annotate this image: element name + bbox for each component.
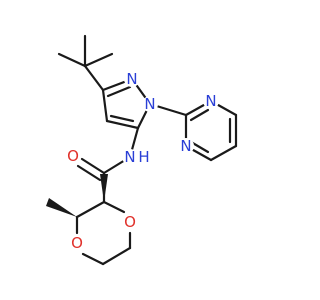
bond-c5-c4	[105, 119, 140, 130]
bond-o4-c5d	[81, 252, 105, 266]
bond-c5d-c6d	[101, 246, 132, 266]
atom-n1-label: N	[144, 95, 155, 113]
pyrimidine-ring	[148, 99, 238, 162]
atom-carbonyl-o-label: O	[67, 147, 79, 165]
atom-labels: N N N N N H O O O	[65, 70, 219, 252]
bond-carbonyl-o	[80, 157, 106, 175]
tert-butyl-group	[57, 34, 114, 92]
atom-amide-n-label: N	[124, 148, 135, 166]
bond-carbonyl-o-double	[76, 164, 102, 182]
bond-c4p-n3p-double	[189, 140, 210, 154]
bond-c4-c3	[101, 88, 109, 123]
atom-dioxane-o4-label: O	[71, 234, 83, 252]
bond-c2-c3	[75, 200, 106, 219]
atom-pyrimidine-n1-label: N	[205, 92, 216, 110]
bond-tbu-c3	[83, 64, 105, 92]
atom-pyrimidine-n3-label: N	[180, 137, 191, 155]
bond-o1-c2	[102, 200, 126, 214]
bond-tbu-me3	[83, 52, 114, 68]
bond-c3-n2-double	[106, 85, 132, 98]
dioxane-ring	[46, 174, 132, 266]
wedge-c2-carbonyl	[100, 174, 108, 202]
molecule-structure-diagram: N N N N N H O O O	[46, 34, 238, 266]
bond-tbu-me2	[57, 52, 87, 68]
bond-c2p-n1p-double	[189, 108, 210, 122]
atom-n2-label: N	[126, 70, 137, 88]
atom-dioxane-o1-label: O	[124, 213, 136, 231]
atom-amide-h-label: H	[138, 148, 149, 166]
bond-c5p-c4p	[209, 144, 238, 162]
wedge-c3-methyl	[46, 198, 77, 217]
bond-c5-c4-double	[109, 114, 135, 123]
